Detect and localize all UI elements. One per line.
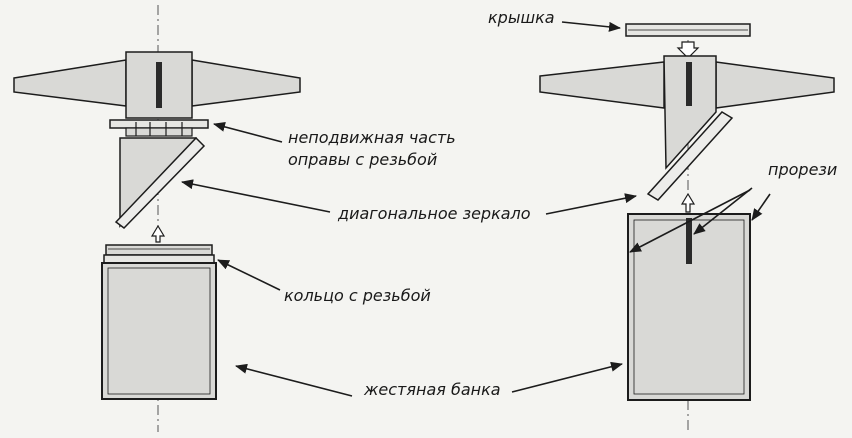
right-body bbox=[663, 55, 717, 170]
arrow-mirror-right bbox=[545, 193, 637, 215]
left-mount-plate bbox=[109, 119, 209, 129]
leader-arrows bbox=[181, 21, 771, 397]
slots-label: прорези bbox=[768, 160, 838, 179]
left-up-arrow bbox=[150, 224, 166, 243]
left-assembly bbox=[13, 5, 301, 432]
left-threaded-ring bbox=[105, 244, 213, 256]
arrow-slot-right bbox=[751, 193, 771, 221]
arrow-can-left bbox=[235, 363, 353, 397]
left-ring-collar bbox=[103, 254, 215, 264]
fixed-part-label-line2: оправы с резьбой bbox=[288, 150, 438, 169]
left-tin-can bbox=[101, 262, 217, 400]
right-body-slot bbox=[686, 62, 692, 106]
arrow-ring bbox=[217, 259, 281, 291]
right-wing-left bbox=[539, 61, 665, 109]
arrow-slot-center bbox=[693, 187, 753, 235]
arrow-lid bbox=[561, 21, 621, 32]
left-wing-right bbox=[191, 59, 301, 107]
diagonal-mirror-label: диагональное зеркало bbox=[338, 204, 531, 223]
right-assembly bbox=[539, 23, 835, 430]
left-wing-left bbox=[13, 59, 127, 107]
threaded-ring-label: кольцо с резьбой bbox=[284, 286, 431, 305]
tin-can-label: жестяная банка bbox=[364, 380, 501, 399]
right-wing-right bbox=[715, 61, 835, 109]
left-mount-collar bbox=[125, 127, 193, 137]
right-up-arrow bbox=[680, 192, 696, 213]
left-hub-slot bbox=[156, 62, 162, 108]
arrow-can-right bbox=[511, 361, 623, 393]
arrow-slot-left bbox=[629, 189, 751, 253]
right-can-slot bbox=[686, 218, 692, 264]
arrow-fixed-part bbox=[213, 121, 283, 143]
left-diagonal-mirror bbox=[114, 136, 206, 229]
right-down-arrow bbox=[676, 41, 700, 59]
arrow-mirror-left bbox=[181, 179, 331, 213]
lid-label: крышка bbox=[488, 8, 555, 27]
fixed-part-label-line1: неподвижная часть bbox=[288, 128, 456, 147]
right-diagonal-mirror bbox=[646, 111, 734, 201]
